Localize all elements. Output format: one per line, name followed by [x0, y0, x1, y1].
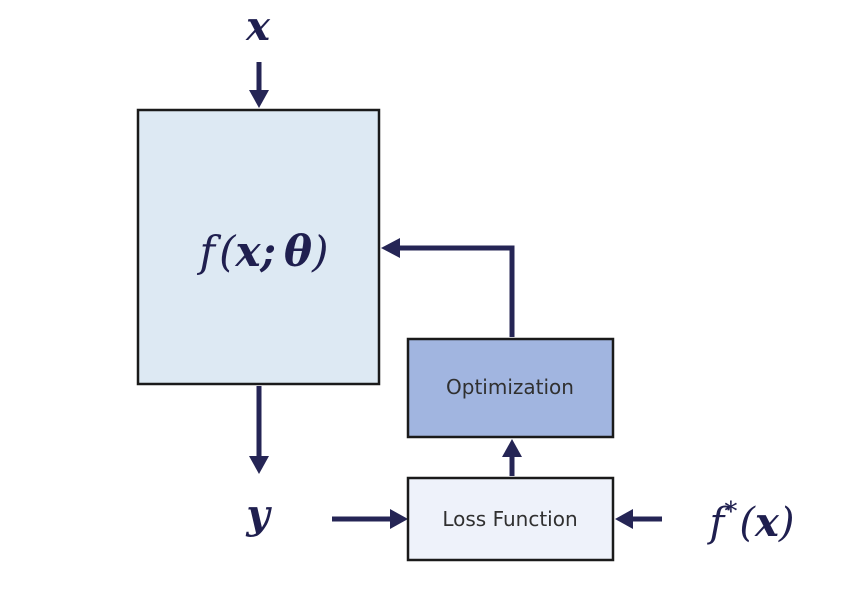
- model-box: f(x;θ): [136, 108, 381, 386]
- target-close-paren: ): [778, 500, 795, 546]
- optimization-label: Optimization: [446, 375, 574, 399]
- optimization-rect: [406, 337, 615, 439]
- model-theta-symbol: θ: [284, 227, 312, 276]
- arrow-loss-to-optimization: [502, 439, 522, 476]
- target-x-symbol: x: [754, 499, 780, 546]
- input-x-label: x: [245, 3, 271, 50]
- target-formula: f*(x): [707, 497, 795, 546]
- arrow-target-to-loss: [615, 509, 662, 529]
- loss-function-rect: [406, 476, 615, 562]
- target-star-symbol: *: [724, 497, 737, 527]
- model-x-symbol: x: [234, 227, 261, 276]
- arrow-input-to-model: [249, 62, 269, 108]
- target-open-paren: (: [739, 500, 756, 546]
- arrow-model-to-output: [249, 386, 269, 474]
- optimization-box: Optimization: [406, 337, 615, 439]
- model-formula: f(x;θ): [197, 227, 329, 276]
- loss-function-label: Loss Function: [442, 507, 577, 531]
- output-y-label: y: [245, 491, 272, 538]
- model-close-paren: ): [311, 227, 328, 276]
- model-box-rect: [136, 108, 381, 386]
- model-open-paren: (: [219, 227, 237, 276]
- model-separator: ;: [260, 227, 277, 276]
- arrow-output-to-loss: [332, 509, 408, 529]
- arrow-optimization-to-model: [381, 238, 515, 337]
- loss-function-box: Loss Function: [406, 476, 615, 562]
